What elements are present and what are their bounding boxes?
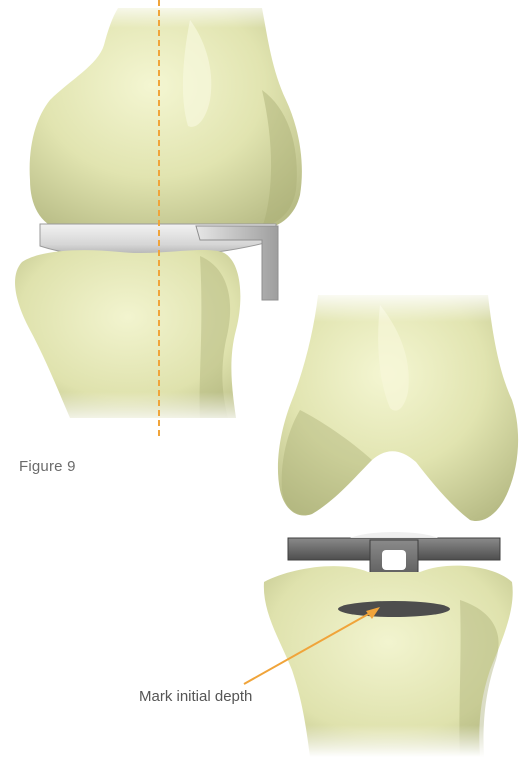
implant-upper-lip: [350, 532, 438, 538]
callout-label: Mark initial depth: [139, 688, 252, 705]
bottom-fade: [0, 392, 260, 426]
lateral-knee-view: [0, 0, 310, 440]
anterior-top-fade: [300, 290, 520, 322]
anterior-knee-view: [260, 290, 520, 757]
anterior-bottom-fade: [260, 725, 520, 757]
figure-label: Figure 9: [19, 458, 76, 475]
top-fade: [20, 0, 310, 28]
central-post-window: [382, 550, 406, 570]
femur-lateral: [30, 8, 302, 230]
initial-depth-mark: [338, 601, 450, 617]
